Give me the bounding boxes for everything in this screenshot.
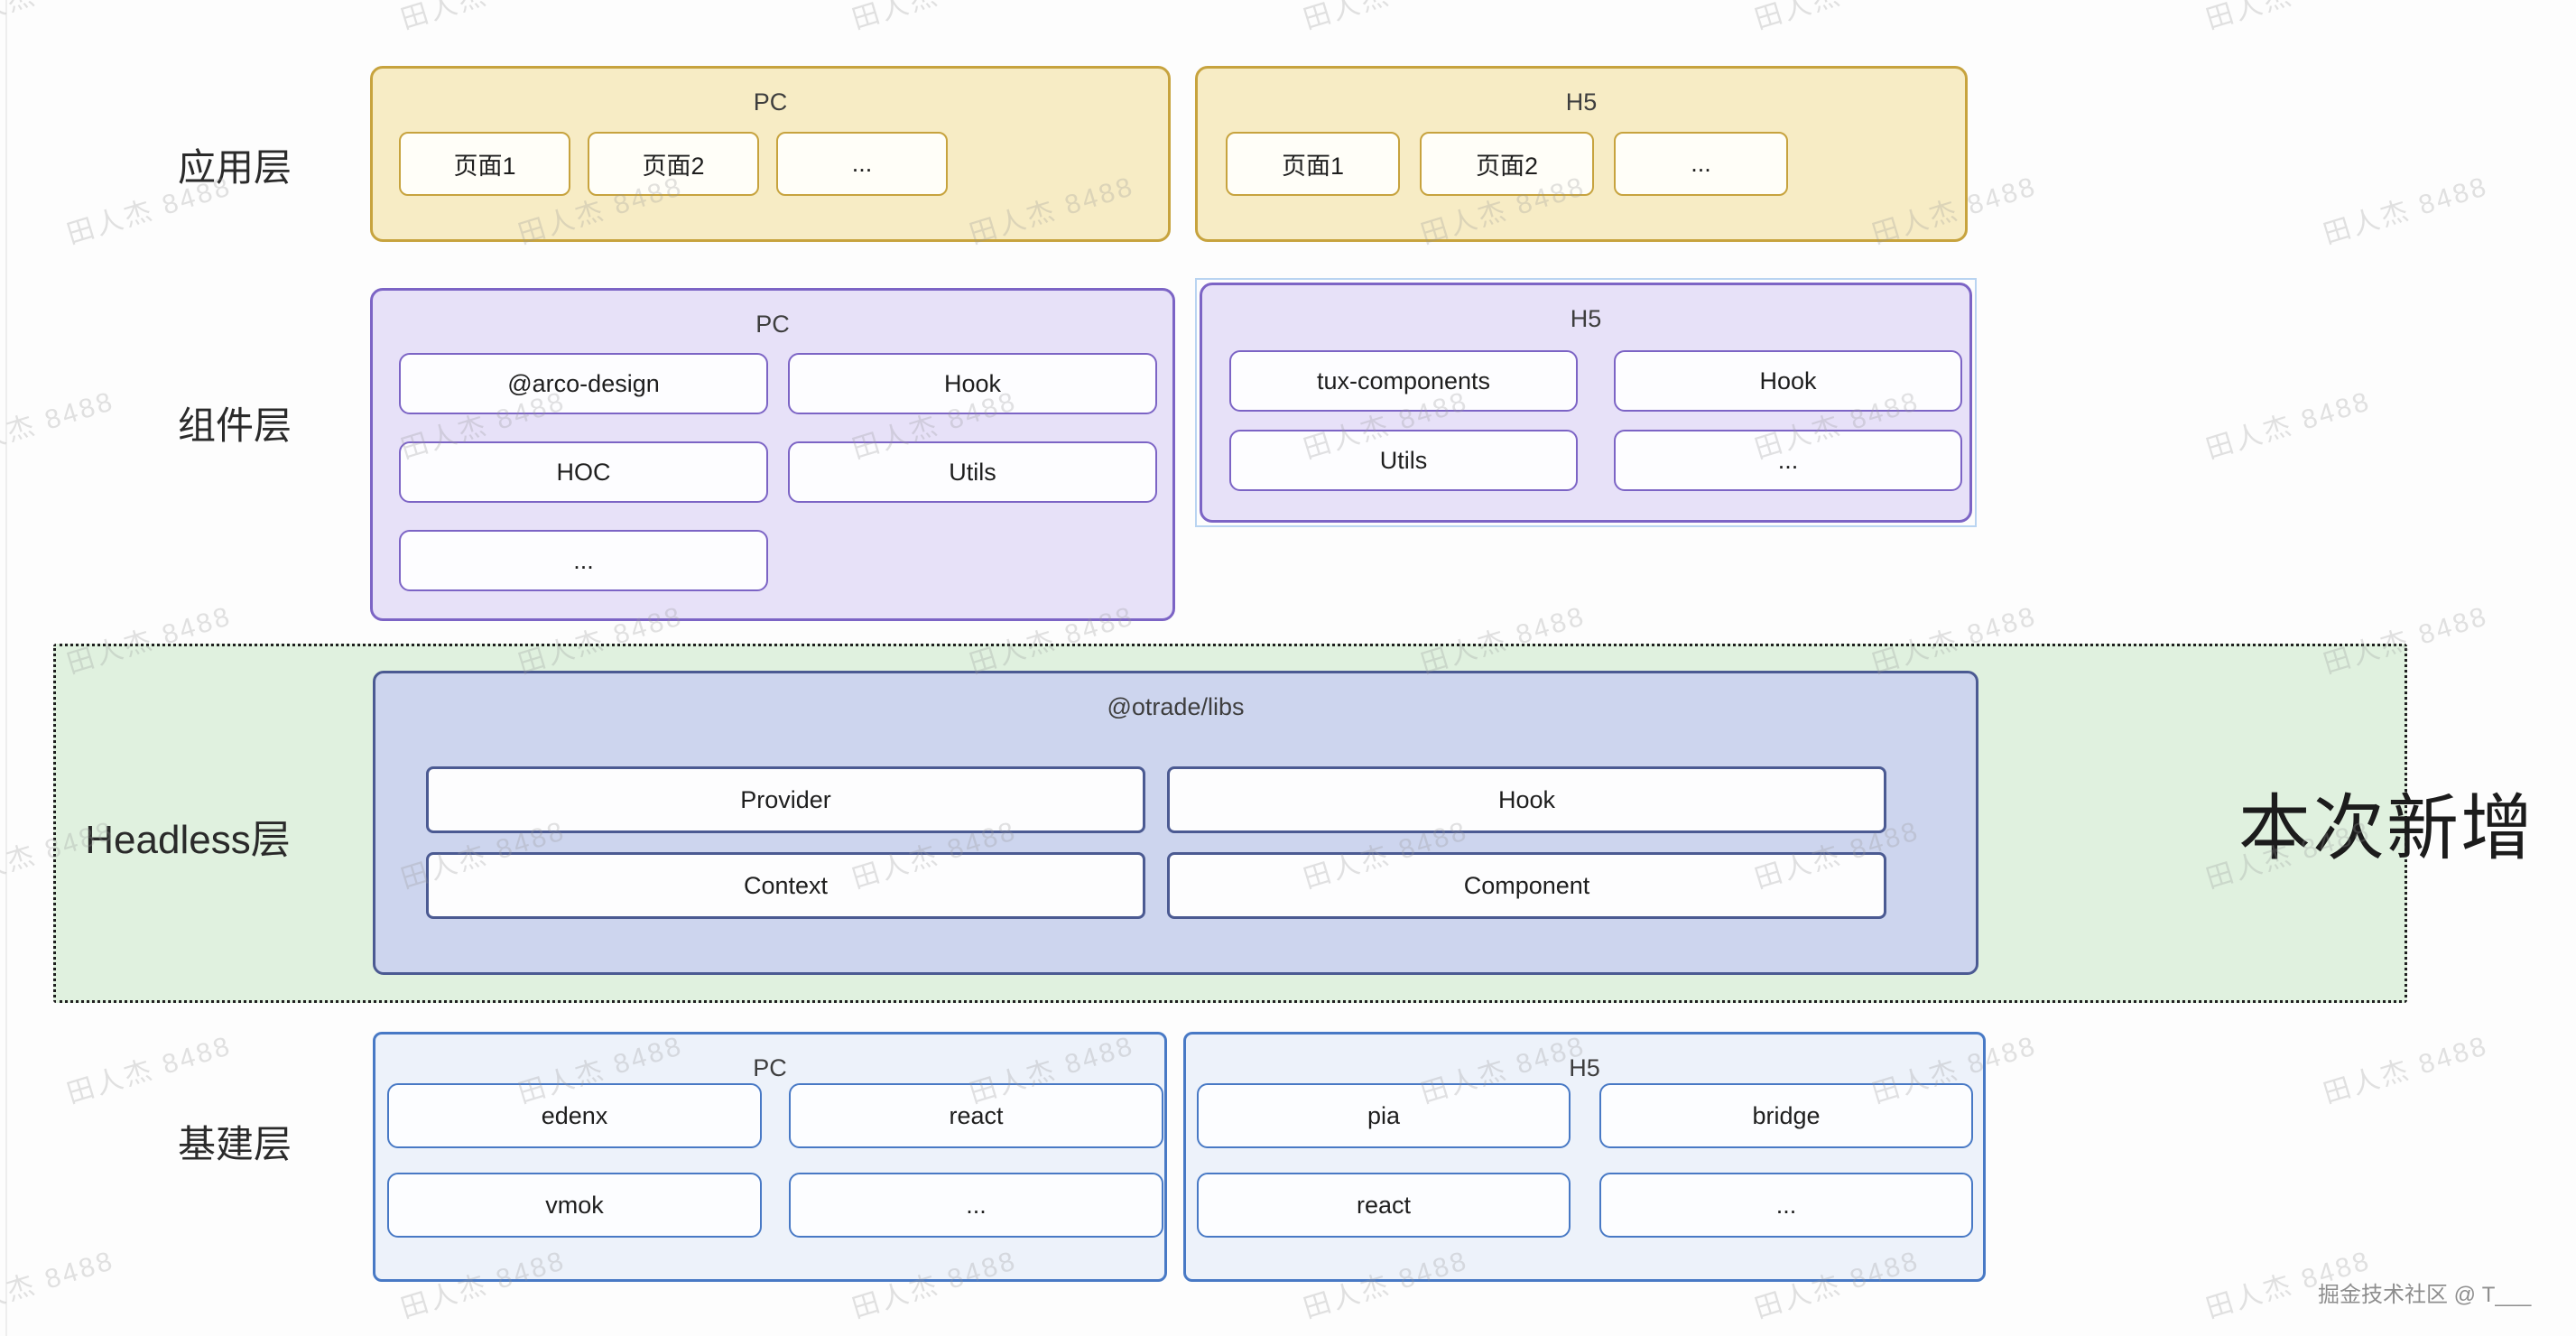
diagram-node: Utils [1229, 430, 1578, 491]
diagram-node: tux-components [1229, 350, 1578, 412]
group-infrastructure-pc: PC edenx react vmok ... [373, 1032, 1167, 1282]
diagram-node: Context [426, 852, 1145, 919]
watermark-text: 田人杰 8488 [2320, 171, 2492, 250]
group-items: edenx react vmok ... [387, 1083, 1163, 1238]
diagram-node: Hook [788, 353, 1157, 414]
diagram-node: 页面1 [399, 132, 570, 196]
new-addition-annotation: 本次新增 [2238, 788, 2534, 868]
group-items: @arco-design Hook HOC Utils ... [399, 353, 1157, 591]
diagram-node: ... [1599, 1173, 1973, 1238]
group-application-h5: H5 页面1 页面2 ... [1195, 66, 1968, 242]
group-infrastructure-h5: H5 pia bridge react ... [1183, 1032, 1986, 1282]
diagram-node: ... [399, 530, 768, 591]
group-items: tux-components Hook Utils ... [1229, 350, 1962, 491]
attribution: 掘金技术社区 @ T___ [2318, 1283, 2532, 1307]
layer-label-component: 组件层 [177, 404, 292, 447]
diagram-node: ... [1614, 132, 1788, 196]
group-items: Provider Hook Context Component [426, 766, 1886, 919]
watermark-text: 田人杰 8488 [1298, 0, 1473, 37]
diagram-node: ... [789, 1173, 1163, 1238]
watermark-text: 田人杰 8488 [2320, 1030, 2492, 1109]
watermark-text: 田人杰 8488 [0, 0, 118, 37]
left-edge-divider [5, 0, 7, 1336]
diagram-node: ... [1614, 430, 1962, 491]
group-title: PC [753, 1054, 787, 1081]
diagram-node: 页面1 [1226, 132, 1400, 196]
diagram-node: 页面2 [588, 132, 759, 196]
layer-label-headless: Headless层 [85, 818, 291, 862]
diagram-node: react [789, 1083, 1163, 1148]
watermark-text: 田人杰 8488 [2202, 385, 2375, 465]
diagram-node: HOC [399, 441, 768, 503]
watermark-text: 田人杰 8488 [0, 1245, 118, 1324]
group-items: 页面1 页面2 ... [1226, 132, 1788, 196]
diagram-node: Provider [426, 766, 1145, 833]
watermark-text: 田人杰 8488 [1749, 0, 1924, 37]
layer-label-infrastructure: 基建层 [177, 1123, 292, 1165]
group-title: @otrade/libs [1107, 693, 1245, 720]
watermark-text: 田人杰 8488 [0, 385, 118, 465]
watermark-text: 田人杰 8488 [847, 0, 1022, 37]
group-title: PC [755, 311, 790, 338]
diagram-node: ... [776, 132, 948, 196]
group-component-h5-selected: H5 tux-components Hook Utils ... [1195, 278, 1977, 527]
group-headless-otrade-libs: @otrade/libs Provider Hook Context Compo… [373, 671, 1978, 975]
group-title: PC [753, 88, 788, 116]
diagram-node: Hook [1614, 350, 1962, 412]
diagram-node: Utils [788, 441, 1157, 503]
group-component-pc: PC @arco-design Hook HOC Utils ... [370, 288, 1175, 621]
group-title: H5 [1570, 305, 1602, 332]
diagram-node: Hook [1167, 766, 1886, 833]
watermark-text: 田人杰 8488 [63, 1030, 236, 1109]
group-application-pc: PC 页面1 页面2 ... [370, 66, 1171, 242]
layer-label-application: 应用层 [177, 146, 292, 189]
diagram-node: react [1197, 1173, 1571, 1238]
diagram-node: vmok [387, 1173, 762, 1238]
diagram-node: bridge [1599, 1083, 1973, 1148]
watermark-text: 田人杰 8488 [2201, 0, 2376, 37]
diagram-node: 页面2 [1420, 132, 1594, 196]
group-title: H5 [1569, 1054, 1600, 1081]
diagram-node: edenx [387, 1083, 762, 1148]
diagram-node: Component [1167, 852, 1886, 919]
group-items: 页面1 页面2 ... [399, 132, 948, 196]
group-items: pia bridge react ... [1197, 1083, 1973, 1238]
watermark-text: 田人杰 8488 [395, 0, 570, 37]
diagram-node: @arco-design [399, 353, 768, 414]
group-title: H5 [1565, 88, 1598, 116]
diagram-node: pia [1197, 1083, 1571, 1148]
